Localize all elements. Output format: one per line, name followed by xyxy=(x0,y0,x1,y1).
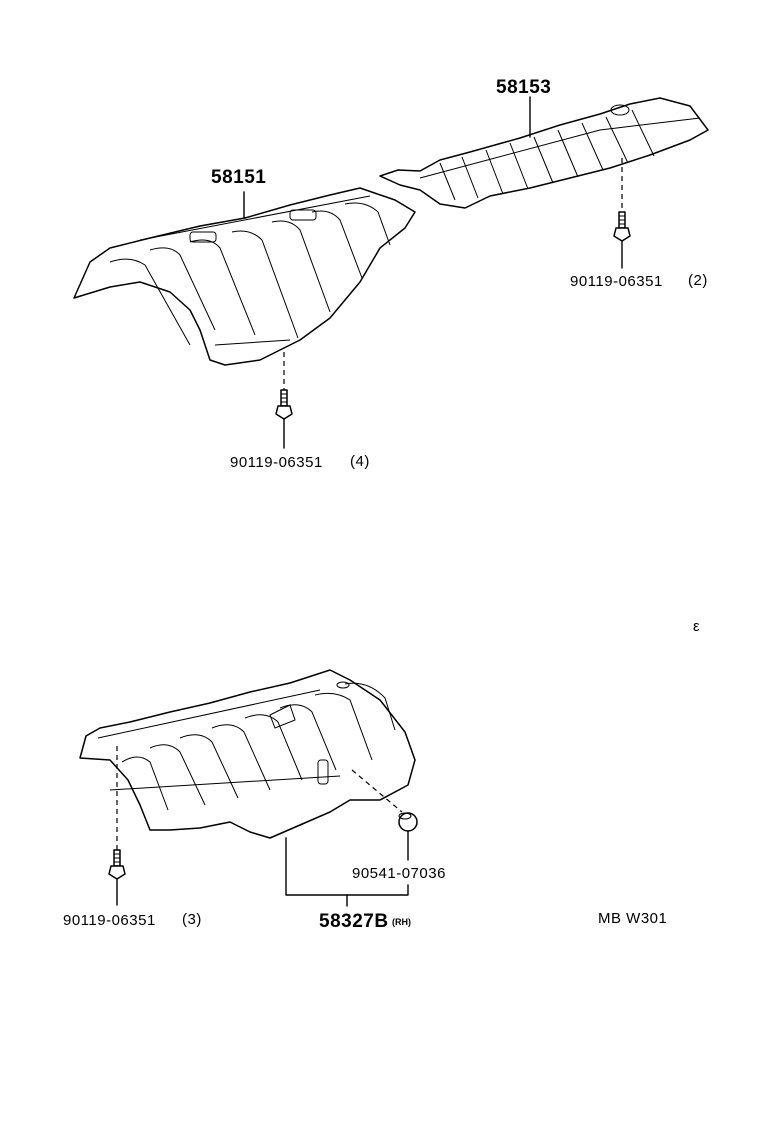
drawing-code: MB W301 xyxy=(598,910,667,927)
bolt-icon xyxy=(275,389,293,420)
side-label-58327b: (RH) xyxy=(392,917,411,927)
part-label-bolt-upper-right: 90119-06351 xyxy=(570,273,663,290)
bolt-icon xyxy=(108,849,126,880)
stray-mark: ε xyxy=(693,618,700,635)
quantity-label-lower: (3) xyxy=(182,911,202,928)
part-label-58327b: 58327B xyxy=(319,911,389,932)
dashed-guide-clip xyxy=(351,769,403,813)
quantity-label-upper-right: (2) xyxy=(688,272,708,289)
part-label-bolt-lower: 90119-06351 xyxy=(63,912,156,929)
quantity-label-upper-left: (4) xyxy=(350,453,370,470)
bolt-icon xyxy=(613,211,631,242)
heat-shield-58151 xyxy=(73,187,416,366)
part-label-58153: 58153 xyxy=(496,77,551,98)
part-label-clip: 90541-07036 xyxy=(352,865,446,882)
part-label-bolt-upper-left: 90119-06351 xyxy=(230,454,323,471)
heat-shield-58327b xyxy=(79,669,416,839)
part-label-58151: 58151 xyxy=(211,167,266,188)
clip-icon xyxy=(398,812,418,832)
heat-shield-58153 xyxy=(379,97,709,209)
